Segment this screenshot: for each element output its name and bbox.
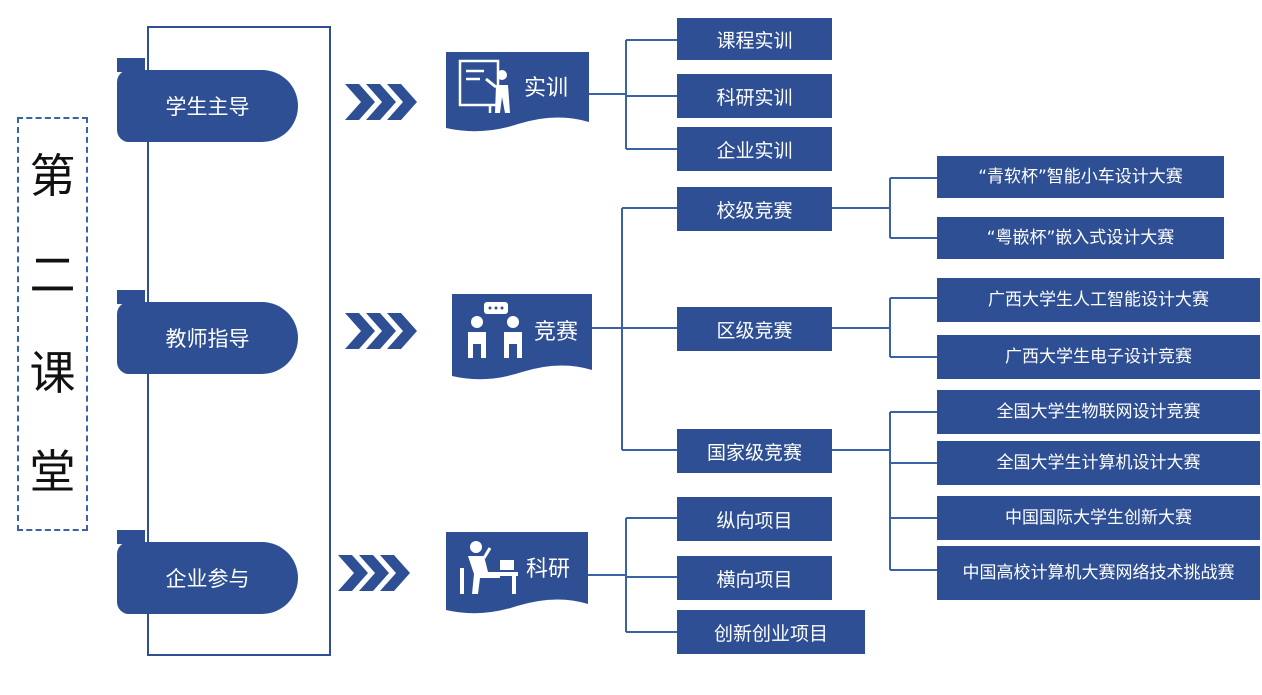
pillar-label: 教师指导 [165,327,250,351]
pillar-enterprise: 企业参与 [117,542,298,614]
category-competition: 竞赛 [452,294,592,366]
triple-chevron-icon [345,84,417,120]
item-label: 中国高校计算机大赛网络技术挑战赛 [962,562,1235,583]
item-label: 课程实训 [716,29,793,52]
level-label: 区级竞赛 [716,319,793,342]
pill-notch [117,530,145,544]
item-label: 广西大学生人工智能设计大赛 [988,289,1209,310]
title-char: 第 [29,149,76,204]
item-label: 全国大学生计算机设计大赛 [996,452,1201,473]
competition-item: 广西大学生电子设计竞赛 [937,335,1260,379]
competition-item: 广西大学生人工智能设计大赛 [937,278,1260,322]
item-label: 科研实训 [716,86,793,109]
competition-level-regional: 区级竞赛 [677,307,832,351]
pill-notch [117,290,145,304]
item-label: 中国国际大学生创新大赛 [1005,507,1192,528]
item-label: 创新创业项目 [713,622,828,645]
person-at-desk-icon [460,541,518,594]
training-item: 科研实训 [677,74,832,118]
level-label: 国家级竞赛 [706,441,802,464]
title-char: 堂 [29,444,76,499]
item-label: “青软杯”智能小车设计大赛 [978,166,1183,187]
item-label: 横向项目 [716,568,793,591]
competition-item: 全国大学生物联网设计竞赛 [937,390,1260,434]
research-item: 纵向项目 [677,497,832,541]
competition-item: “粤嵌杯”嵌入式设计大赛 [937,217,1224,259]
pillar-label: 企业参与 [165,567,250,591]
title-char: 二 [29,247,76,302]
competition-item: 全国大学生计算机设计大赛 [937,441,1260,485]
training-item: 企业实训 [677,127,832,171]
training-item: 课程实训 [677,18,832,60]
competition-item: 中国国际大学生创新大赛 [937,496,1260,540]
title-char: 课 [29,346,76,401]
item-label: 企业实训 [716,139,793,162]
competition-item: 中国高校计算机大赛网络技术挑战赛 [937,546,1260,600]
category-label: 科研 [526,557,571,582]
item-label: 全国大学生物联网设计竞赛 [996,401,1201,422]
pillar-teacher-guided: 教师指导 [117,302,298,374]
item-label: 广西大学生电子设计竞赛 [1005,346,1192,367]
level-label: 校级竞赛 [716,199,793,222]
triple-chevron-icon [338,555,410,591]
teacher-at-board-icon [458,59,510,113]
pill-notch [117,58,145,72]
triple-chevron-icon [345,313,417,349]
category-label: 竞赛 [534,320,579,345]
category-label: 实训 [524,76,569,101]
competition-level-school: 校级竞赛 [677,187,832,231]
research-item: 横向项目 [677,556,832,600]
item-label: 纵向项目 [716,509,793,532]
pillar-label: 学生主导 [165,95,250,119]
competition-item: “青软杯”智能小车设计大赛 [937,156,1224,198]
pillar-student-led: 学生主导 [117,70,298,142]
competition-level-national: 国家级竞赛 [677,429,832,473]
vertical-title: 第 二 课 堂 [17,117,88,531]
research-item: 创新创业项目 [677,610,865,654]
item-label: “粤嵌杯”嵌入式设计大赛 [986,227,1175,248]
category-research: 科研 [446,532,588,602]
discussion-people-icon [468,302,522,358]
category-training: 实训 [446,52,589,120]
